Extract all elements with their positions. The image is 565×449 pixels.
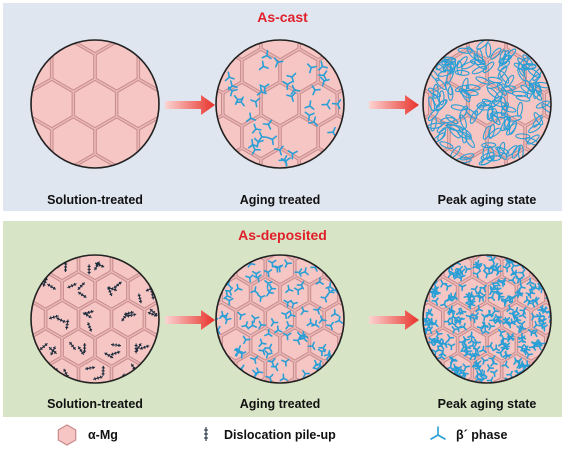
legend-alpha-mg-label: α-Mg: [88, 428, 118, 442]
tri-precipitate-icon: [430, 426, 446, 440]
red-arrow-icon: [165, 95, 215, 115]
red-arrow-icon: [369, 310, 419, 330]
stage-label: Peak aging state: [437, 397, 537, 411]
stage-label: Solution-treated: [47, 193, 143, 207]
stage-label: Aging treated: [239, 397, 321, 411]
stage-label: Peak aging state: [437, 193, 537, 207]
as-cast-solution-treated-microstructure: [30, 39, 160, 169]
dislocation-icon: [204, 427, 208, 441]
as-deposited-aging-treated-microstructure: [215, 254, 345, 384]
stage-label: Solution-treated: [47, 397, 143, 411]
as-cast-peak-aging-microstructure: [422, 39, 552, 169]
as-cast-aging-treated-microstructure: [215, 39, 345, 169]
as-deposited-title: As-deposited: [238, 227, 327, 243]
legend-beta-phase-label: β´ phase: [456, 428, 508, 442]
as-deposited-panel: As-deposited Solution-treated Aging trea…: [3, 221, 562, 417]
as-deposited-peak-aging-microstructure: [422, 254, 552, 384]
legend: α-Mg Dislocation pile-up β´ phase: [0, 420, 565, 449]
as-cast-title: As-cast: [257, 9, 308, 25]
hexagon-grain-icon: [57, 424, 77, 446]
red-arrow-icon: [165, 310, 215, 330]
stage-label: Aging treated: [239, 193, 321, 207]
legend-dislocation-label: Dislocation pile-up: [224, 428, 336, 442]
as-cast-panel: As-cast Solution-treated Aging treated P…: [3, 3, 562, 211]
red-arrow-icon: [369, 95, 419, 115]
as-deposited-solution-treated-microstructure: [30, 254, 160, 384]
